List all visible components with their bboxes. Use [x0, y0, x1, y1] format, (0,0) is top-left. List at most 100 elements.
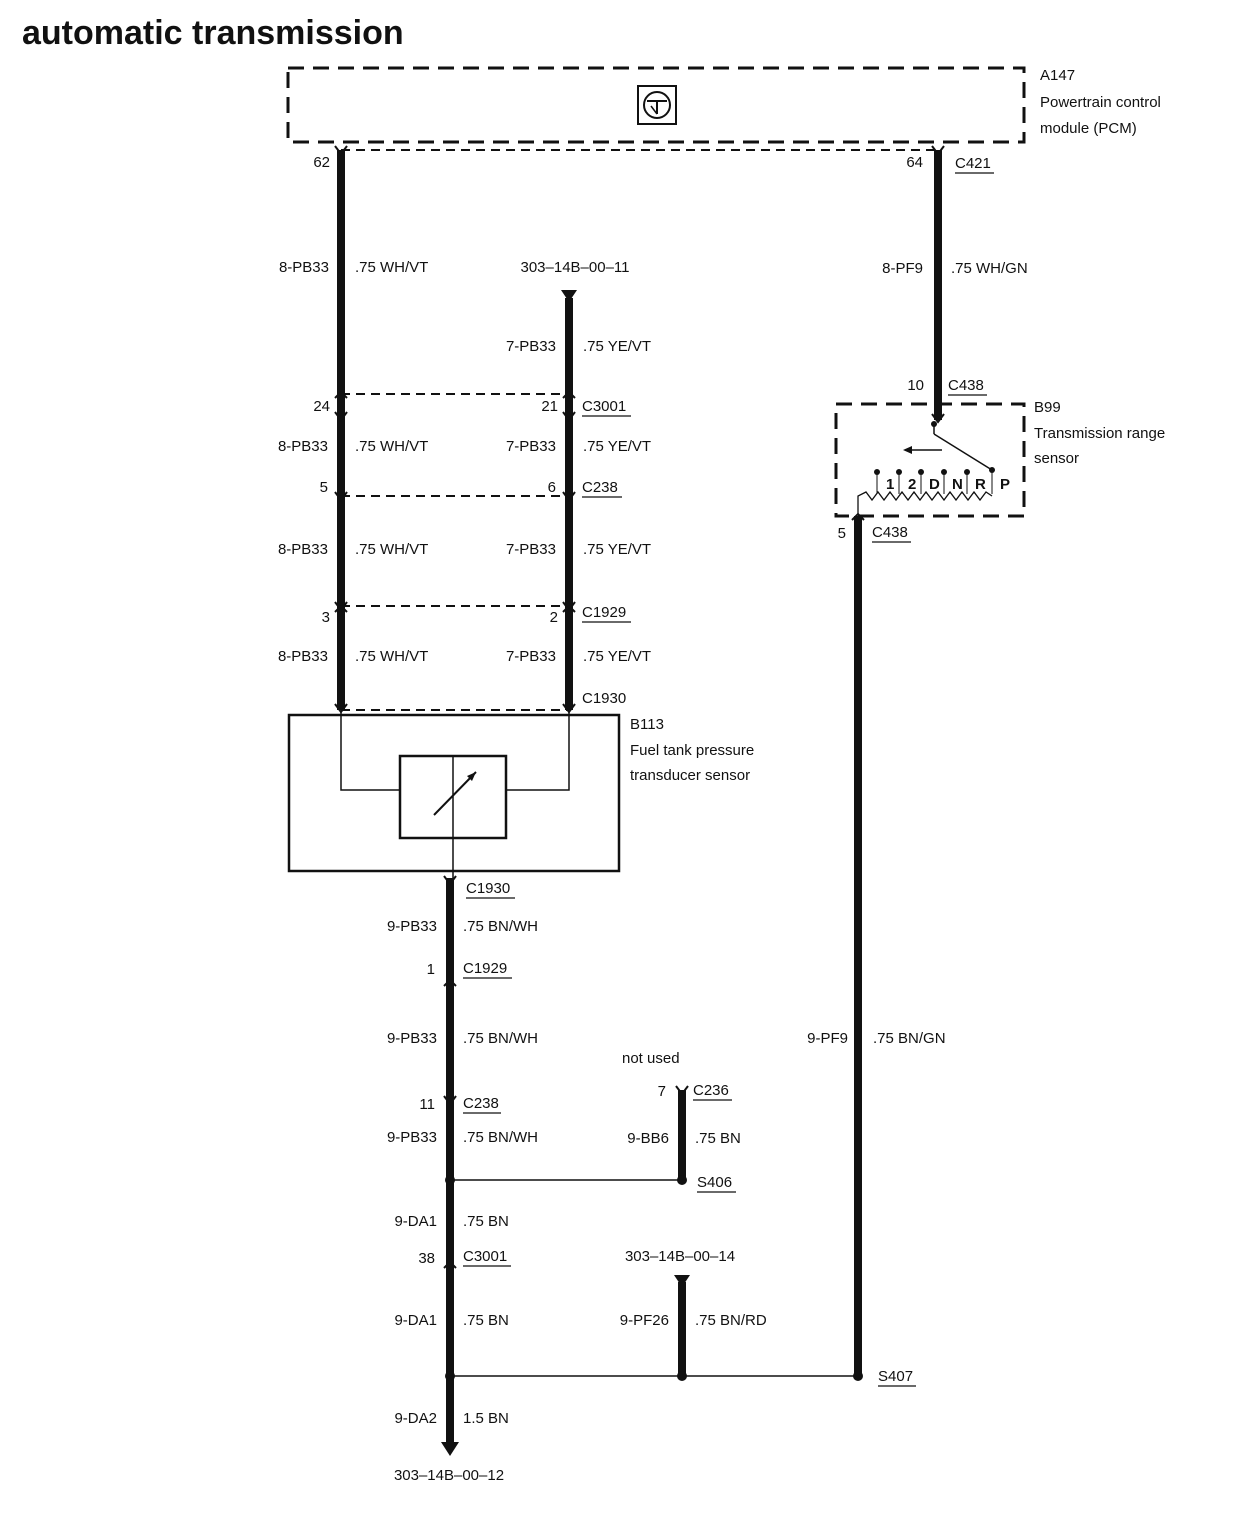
trs-pos: R [975, 476, 986, 493]
pin-label: 1 [427, 961, 435, 978]
wire-spec: .75 YE/VT [583, 338, 651, 355]
pin-label: 38 [418, 1250, 435, 1267]
connector-label: C438 [948, 377, 984, 394]
ref-bottom-label: 303–14B–00–12 [394, 1467, 504, 1484]
ref-bottom-arrow-icon [441, 1442, 459, 1456]
wire-id: 9-DA2 [394, 1410, 437, 1427]
wire-spec: .75 YE/VT [583, 541, 651, 558]
wire-id: 8-PB33 [278, 541, 328, 558]
wire-spec: .75 BN [695, 1130, 741, 1147]
wire-id: 8-PB33 [278, 438, 328, 455]
splice-dot [677, 1371, 687, 1381]
connector-label: C238 [463, 1095, 499, 1112]
wire-spec: .75 WH/VT [355, 259, 428, 276]
connector-label: C238 [582, 479, 618, 496]
trs-pos: P [1000, 476, 1010, 493]
pcm-name-line1: Powertrain control [1040, 94, 1161, 111]
wire-id: 7-PB33 [506, 541, 556, 558]
trs-id: B99 [1034, 399, 1061, 416]
ftps-name-line1: Fuel tank pressure [630, 742, 754, 759]
splice-dot [445, 1175, 455, 1185]
wire-id: 8-PF9 [882, 260, 923, 277]
wire-spec: .75 WH/VT [355, 648, 428, 665]
wire-spec: .75 BN/RD [695, 1312, 767, 1329]
ftps-internal-left [340, 712, 400, 791]
pin-label: 5 [320, 479, 328, 496]
trs-pos: N [952, 476, 963, 493]
connector-label: C421 [955, 155, 991, 172]
pin-label: 6 [548, 479, 556, 496]
trs-pos: D [929, 476, 940, 493]
wire-id: 8-PB33 [279, 259, 329, 276]
pcm-id: A147 [1040, 67, 1075, 84]
wire-id: 9-BB6 [627, 1130, 669, 1147]
connector-label: S406 [697, 1174, 732, 1191]
wire-id: 8-PB33 [278, 648, 328, 665]
wire-spec: .75 BN [463, 1312, 509, 1329]
wire-id: 9-PB33 [387, 1030, 437, 1047]
trs-name-line1: Transmission range [1034, 425, 1165, 442]
wire-id: 7-PB33 [506, 648, 556, 665]
wire-id: 7-PB33 [506, 438, 556, 455]
wire-spec: .75 YE/VT [583, 648, 651, 665]
trs-position-labels: 1 2 D N R P [886, 476, 1010, 493]
ref-top-label: 303–14B–00–11 [521, 259, 630, 276]
connector-labels: C421 C3001 C238 C1929 C1930 C438 C438 C1… [463, 155, 994, 1387]
pin-label: 24 [313, 398, 330, 415]
wire-spec: .75 BN/WH [463, 1030, 538, 1047]
wire-spec: .75 WH/GN [951, 260, 1028, 277]
pcm-name-line2: module (PCM) [1040, 120, 1137, 137]
ftps-name-line2: transducer sensor [630, 767, 750, 784]
connector-label: C1930 [466, 880, 510, 897]
wire-id: 9-PB33 [387, 918, 437, 935]
wire-spec: .75 BN [463, 1213, 509, 1230]
wire-id: 7-PB33 [506, 338, 556, 355]
pin-label: 64 [906, 154, 923, 171]
trs-pos: 1 [886, 476, 894, 493]
pin-label: 10 [907, 377, 924, 394]
pin-label: 21 [541, 398, 558, 415]
trs-box [834, 402, 1026, 518]
ftps-id: B113 [630, 716, 664, 733]
pcm-box [286, 66, 1026, 144]
wire-id: 9-DA1 [394, 1312, 437, 1329]
ref-mid-label: 303–14B–00–14 [625, 1248, 735, 1265]
ref-top-arrow-icon [561, 290, 577, 302]
wire-spec: .75 WH/VT [355, 438, 428, 455]
range-switch-icon [857, 421, 995, 514]
wire-spec: 1.5 BN [463, 1410, 509, 1427]
pin-label: 5 [838, 525, 846, 542]
wire-spec: .75 WH/VT [355, 541, 428, 558]
splice-dot [677, 1175, 687, 1185]
pin-label: 3 [322, 609, 330, 626]
wire-spec: .75 BN/WH [463, 1129, 538, 1146]
ref-mid-arrow-icon [674, 1275, 690, 1287]
ftps-internal-right [506, 712, 570, 791]
wire-labels: 8-PB33 .75 WH/VT 8-PF9 .75 WH/GN 7-PB33 … [278, 259, 1028, 1427]
connector-label: C1929 [463, 960, 507, 977]
wire-spec: .75 YE/VT [583, 438, 651, 455]
connector-label: C1930 [582, 690, 626, 707]
splice-dot [445, 1371, 455, 1381]
connector-label: S407 [878, 1368, 913, 1385]
connector-label: C1929 [582, 604, 626, 621]
pin-label: 62 [313, 154, 330, 171]
pin-label: 11 [419, 1096, 435, 1113]
wire-id: 9-PF9 [807, 1030, 848, 1047]
trs-name-line2: sensor [1034, 450, 1079, 467]
wire-id: 9-DA1 [394, 1213, 437, 1230]
wire-spec: .75 BN/WH [463, 918, 538, 935]
not-used-label: not used [622, 1050, 680, 1067]
wire-id: 9-PF26 [620, 1312, 669, 1329]
variable-resistor-icon [398, 754, 508, 840]
pin-label: 7 [658, 1083, 666, 1100]
connector-label: C3001 [582, 398, 626, 415]
pin-label: 2 [550, 609, 558, 626]
connector-label: C3001 [463, 1248, 507, 1265]
trs-pos: 2 [908, 476, 916, 493]
pcm-symbol-icon [637, 85, 677, 125]
ftps-box [287, 713, 621, 873]
page-title: automatic transmission [22, 14, 404, 52]
connector-label: C236 [693, 1082, 729, 1099]
